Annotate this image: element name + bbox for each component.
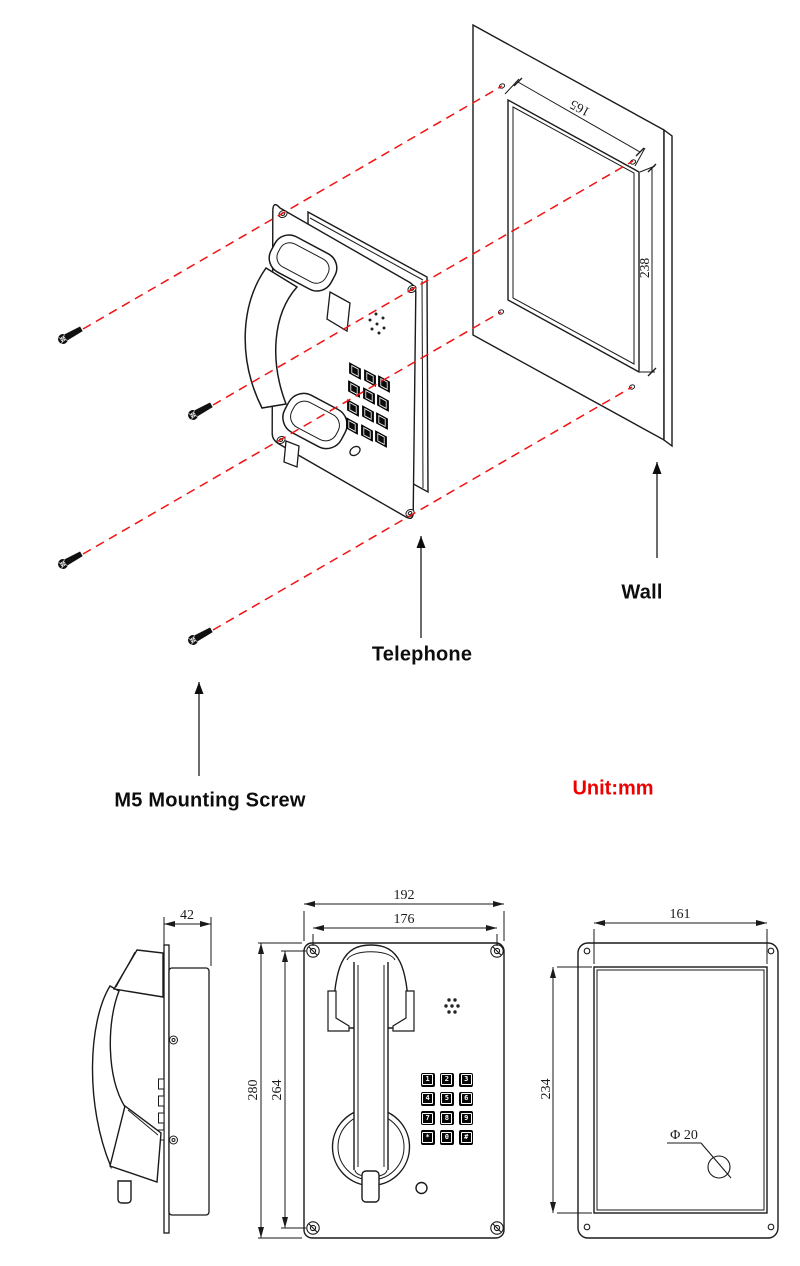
volume-hole-iso bbox=[349, 445, 361, 457]
side-dim-lines bbox=[163, 917, 212, 966]
front-dim-lines bbox=[258, 901, 505, 1239]
rear-box-inner bbox=[596, 969, 765, 1211]
keypad-key-4: 4 bbox=[420, 1091, 435, 1106]
dim-side-depth: 42 bbox=[180, 908, 194, 923]
keypad-key-2: 2 bbox=[439, 1072, 454, 1087]
rear-view bbox=[550, 920, 779, 1239]
keypad-key-hash: # bbox=[459, 1130, 474, 1145]
front-handle-stub bbox=[361, 1170, 380, 1203]
rear-dim-lines bbox=[550, 920, 768, 1214]
front-hook-right bbox=[392, 990, 415, 1032]
side-view bbox=[91, 917, 212, 1234]
side-flange bbox=[163, 944, 170, 1234]
callout-arrows bbox=[194, 462, 662, 776]
speaker-holes-iso bbox=[368, 312, 386, 335]
front-volume-hole bbox=[415, 1181, 428, 1195]
phone-body-box-lines bbox=[309, 217, 424, 489]
keypad-iso bbox=[346, 362, 390, 448]
front-hook-left bbox=[327, 990, 350, 1032]
rear-corner-holes bbox=[583, 947, 775, 1231]
side-key-bumps bbox=[158, 1078, 165, 1141]
wall-dimension-lines bbox=[504, 77, 657, 377]
handset-cord-hook bbox=[283, 440, 300, 468]
keypad-key-3: 3 bbox=[459, 1072, 474, 1087]
rear-box-outer bbox=[593, 966, 768, 1214]
dim-front-hole-span-width: 176 bbox=[393, 912, 415, 927]
dim-front-hole-span-height: 264 bbox=[270, 1079, 285, 1101]
rear-flange bbox=[577, 942, 779, 1239]
dim-front-width: 192 bbox=[393, 888, 415, 903]
label-telephone: Telephone bbox=[371, 643, 473, 666]
front-speaker-holes bbox=[444, 998, 460, 1014]
keypad-key-1: 1 bbox=[420, 1072, 435, 1087]
cable-hole bbox=[707, 1155, 731, 1179]
keypad-key-9: 9 bbox=[459, 1111, 474, 1126]
keypad-key-5: 5 bbox=[439, 1091, 454, 1106]
handset-mouthpiece bbox=[282, 392, 348, 450]
handset-earpiece bbox=[268, 234, 338, 292]
front-view bbox=[258, 901, 505, 1239]
telephone-iso bbox=[244, 203, 429, 520]
mounting-screw bbox=[58, 551, 83, 569]
wall-iso bbox=[472, 23, 673, 448]
mounting-screws bbox=[58, 326, 213, 645]
dim-rear-width: 161 bbox=[669, 907, 691, 922]
wall-opening-inner-line bbox=[512, 106, 635, 365]
mounting-screw bbox=[188, 627, 213, 645]
label-m5-screw: M5 Mounting Screw bbox=[114, 789, 306, 812]
side-mouthpiece bbox=[109, 1104, 162, 1183]
unit-note: Unit:mm bbox=[572, 777, 654, 800]
handset-iso bbox=[244, 234, 351, 468]
side-handset bbox=[91, 949, 164, 1204]
side-cord-hook bbox=[117, 1180, 132, 1204]
side-body bbox=[168, 967, 210, 1216]
side-earpiece bbox=[112, 949, 164, 998]
rear-cable-hole-callout bbox=[667, 1142, 732, 1179]
mounting-screw bbox=[188, 402, 213, 420]
front-handset bbox=[327, 944, 415, 1203]
wall-thickness-edge bbox=[663, 128, 673, 448]
dim-rear-height: 234 bbox=[539, 1078, 554, 1100]
keypad-key-8: 8 bbox=[439, 1111, 454, 1126]
dim-front-height: 280 bbox=[246, 1079, 261, 1101]
keypad-key-star: * bbox=[420, 1130, 435, 1145]
keypad-key-7: 7 bbox=[420, 1111, 435, 1126]
dim-wall-opening-height: 238 bbox=[637, 257, 652, 279]
dim-cable-hole: Φ 20 bbox=[670, 1128, 698, 1143]
keypad-key-6: 6 bbox=[459, 1091, 474, 1106]
handset-cradle-hook bbox=[326, 290, 351, 333]
handset-handle bbox=[244, 266, 299, 409]
mounting-screw bbox=[58, 326, 83, 344]
keypad-key-0: 0 bbox=[439, 1130, 454, 1145]
label-wall: Wall bbox=[621, 581, 663, 604]
alignment-dashed-lines bbox=[82, 85, 634, 631]
wall-opening bbox=[507, 98, 640, 374]
front-corner-screws bbox=[306, 944, 504, 1235]
